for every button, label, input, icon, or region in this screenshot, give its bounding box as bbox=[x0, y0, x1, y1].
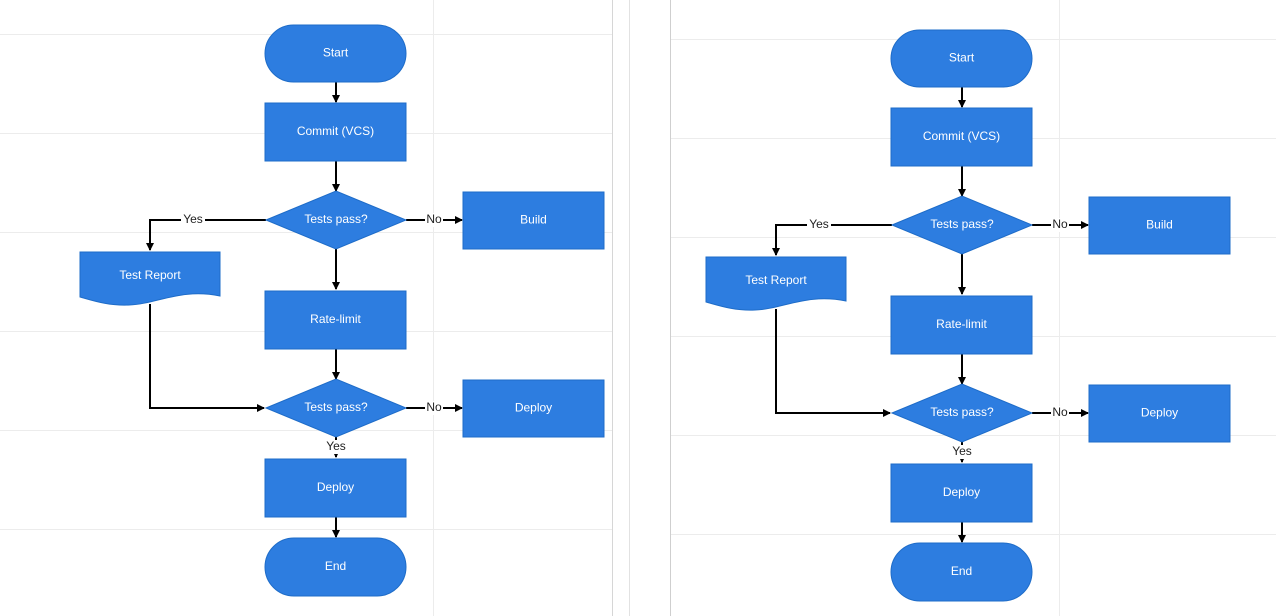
edge-label-tests2-yes: Yes bbox=[952, 444, 972, 458]
edge-tests1-report bbox=[772, 224, 892, 256]
test-report-node[interactable]: Test Report bbox=[79, 251, 221, 306]
tests-pass-decision-1-label: Tests pass? bbox=[930, 217, 994, 231]
edge-label-tests2-no: No bbox=[426, 400, 442, 414]
start-node[interactable]: Start bbox=[264, 24, 407, 83]
edge-label-tests1-no: No bbox=[1052, 217, 1068, 231]
deploy-side-node[interactable]: Deploy bbox=[462, 379, 605, 438]
test-report-node[interactable]: Test Report bbox=[705, 256, 847, 311]
edge-tests1-report bbox=[146, 219, 266, 251]
deploy-side-node[interactable]: Deploy bbox=[1088, 384, 1231, 443]
deploy-node-label: Deploy bbox=[317, 480, 354, 494]
rate-limit-node[interactable]: Rate-limit bbox=[264, 290, 407, 350]
panel-divider bbox=[629, 0, 630, 616]
edge-report-tests2 bbox=[149, 304, 265, 412]
rate-limit-node-label: Rate-limit bbox=[310, 312, 361, 326]
tests-pass-decision-1[interactable]: Tests pass? bbox=[264, 190, 408, 250]
deploy-side-node-label: Deploy bbox=[1141, 406, 1178, 420]
tests-pass-decision-2-label: Tests pass? bbox=[304, 400, 368, 414]
commit-node-label: Commit (VCS) bbox=[297, 124, 374, 138]
left-canvas-edge bbox=[612, 0, 613, 616]
test-report-node-label: Test Report bbox=[119, 268, 181, 282]
deploy-side-node-label: Deploy bbox=[515, 401, 552, 415]
rate-limit-node[interactable]: Rate-limit bbox=[890, 295, 1033, 355]
commit-node[interactable]: Commit (VCS) bbox=[890, 107, 1033, 167]
tests-pass-decision-2[interactable]: Tests pass? bbox=[890, 383, 1034, 443]
edge-report-tests2 bbox=[775, 309, 891, 417]
deploy-node[interactable]: Deploy bbox=[890, 463, 1033, 523]
end-node-label: End bbox=[951, 564, 972, 578]
rate-limit-node-label: Rate-limit bbox=[936, 317, 987, 331]
tests-pass-decision-1[interactable]: Tests pass? bbox=[890, 195, 1034, 255]
edge-label-tests1-yes: Yes bbox=[183, 212, 203, 226]
build-node-label: Build bbox=[1146, 218, 1173, 232]
commit-node[interactable]: Commit (VCS) bbox=[264, 102, 407, 162]
end-node[interactable]: End bbox=[890, 542, 1033, 602]
start-node-label: Start bbox=[949, 51, 975, 65]
build-node[interactable]: Build bbox=[462, 191, 605, 250]
deploy-node-label: Deploy bbox=[943, 485, 980, 499]
end-node[interactable]: End bbox=[264, 537, 407, 597]
start-node-label: Start bbox=[323, 46, 349, 60]
start-node[interactable]: Start bbox=[890, 29, 1033, 88]
edge-label-tests1-no: No bbox=[426, 212, 442, 226]
tests-pass-decision-2-label: Tests pass? bbox=[930, 405, 994, 419]
build-node[interactable]: Build bbox=[1088, 196, 1231, 255]
deploy-node[interactable]: Deploy bbox=[264, 458, 407, 518]
right-canvas-edge bbox=[670, 0, 671, 616]
tests-pass-decision-2[interactable]: Tests pass? bbox=[264, 378, 408, 438]
end-node-label: End bbox=[325, 559, 346, 573]
build-node-label: Build bbox=[520, 213, 547, 227]
test-report-node-label: Test Report bbox=[745, 273, 807, 287]
edge-label-tests2-no: No bbox=[1052, 405, 1068, 419]
commit-node-label: Commit (VCS) bbox=[923, 129, 1000, 143]
edge-label-tests2-yes: Yes bbox=[326, 439, 346, 453]
tests-pass-decision-1-label: Tests pass? bbox=[304, 212, 368, 226]
edge-label-tests1-yes: Yes bbox=[809, 217, 829, 231]
